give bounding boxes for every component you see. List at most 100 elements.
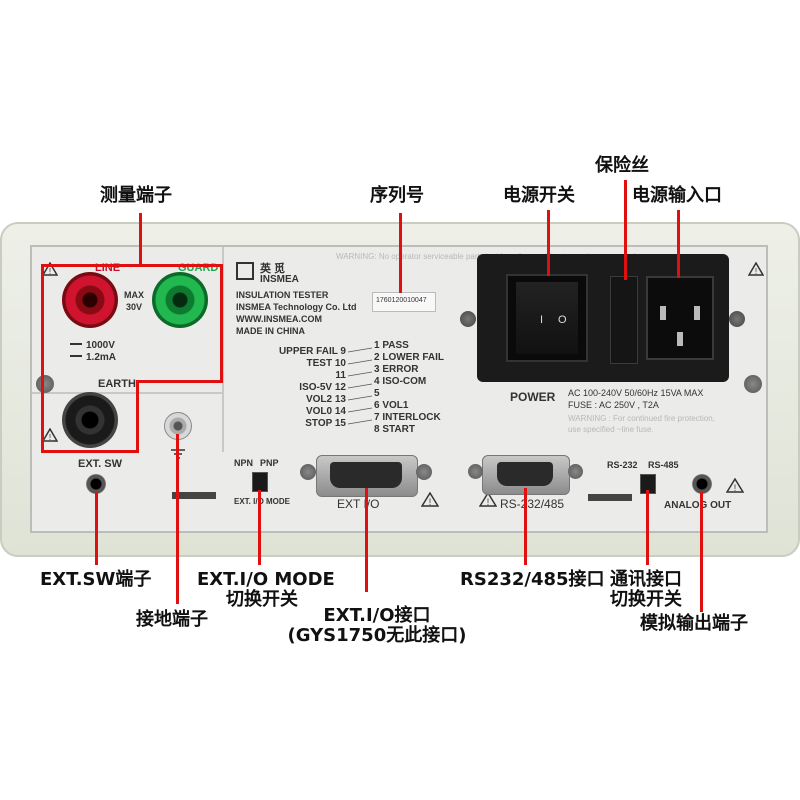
annotation-line [646, 490, 649, 565]
callout-comm-switch-line2: 切换开关 [610, 589, 682, 610]
svg-text:!: ! [755, 267, 757, 276]
callout-rs-port: RS232/485接口 [460, 569, 605, 590]
product-name: INSULATION TESTER [236, 290, 329, 300]
frame-screw-left [36, 375, 54, 393]
annotation-line [138, 380, 223, 383]
annotation-line [95, 492, 98, 565]
pnp-label: PNP [260, 458, 279, 468]
ext-io-pin-label: 2 LOWER FAIL [374, 352, 444, 363]
ext-io-pin-label: 11 [335, 370, 346, 381]
ext-io-pin-label: TEST 10 [306, 358, 346, 369]
website: WWW.INSMEA.COM [236, 314, 322, 324]
callout-measure-terminal: 测量端子 [100, 185, 172, 206]
switch-on-mark: I [540, 314, 544, 326]
ext-io-pin-label: VOL0 14 [305, 406, 346, 417]
ext-io-pin-label: ISO-5V 12 [299, 382, 346, 393]
rs485-label: RS-485 [648, 460, 679, 470]
brand-en: INSMEA [260, 274, 299, 285]
switch-off-mark: O [558, 314, 567, 326]
annotation-line [220, 264, 223, 382]
analog-out-terminal[interactable] [692, 474, 712, 494]
brand-cn: 英 觅 [260, 263, 286, 275]
ext-sw-label: EXT. SW [78, 458, 123, 470]
callout-ext-io-mode-line2: 切换开关 [226, 589, 298, 610]
fuse-warning-2: use specified ~line fuse. [568, 425, 654, 434]
ext-io-pin-label: STOP 15 [305, 418, 346, 429]
power-inlet-pin [677, 332, 683, 346]
terminal-subpanel [32, 392, 222, 454]
ext-io-pin-label: 6 VOL1 [374, 400, 409, 411]
annotation-line [399, 213, 402, 293]
power-inlet-pin [694, 306, 700, 320]
rs-label: RS-232/485 [500, 497, 565, 511]
dc-current: 1.2mA [86, 352, 117, 363]
rs-connector-shell [497, 462, 553, 486]
annotation-line [700, 492, 703, 612]
ext-io-pin-label: 1 PASS [374, 340, 409, 351]
label-strip [588, 494, 632, 501]
rs-screw-right [568, 464, 583, 479]
dc-voltage: 1000V [86, 340, 115, 351]
ext-io-screw-left [300, 464, 316, 480]
callout-ext-io-mode: EXT.I/O MODE 切换开关 [197, 569, 335, 610]
fuse-holder[interactable] [610, 276, 638, 364]
origin: MADE IN CHINA [236, 326, 305, 336]
callout-fuse: 保险丝 [595, 155, 649, 176]
pin-guide-lines [347, 347, 373, 425]
callout-ext-io-port-line1: EXT.I/O接口 [323, 605, 431, 626]
guard-terminal[interactable] [152, 272, 208, 328]
annotation-line [258, 490, 261, 565]
ext-io-pin-label: VOL2 13 [305, 394, 346, 405]
earth-terminal[interactable] [62, 392, 118, 448]
dc-symbol-icon [70, 355, 82, 357]
line-terminal[interactable] [62, 272, 118, 328]
power-inlet-pin [660, 306, 666, 320]
ext-io-screw-right [416, 464, 432, 480]
ext-io-pin-label: 8 START [374, 424, 415, 435]
annotation-line [41, 450, 139, 453]
max-value: 30V [126, 302, 143, 312]
rs232-label: RS-232 [607, 460, 638, 470]
warning-icon: ! [479, 492, 497, 507]
svg-text:!: ! [49, 267, 51, 276]
annotation-line [365, 488, 368, 592]
ext-io-connector-shell [330, 462, 402, 488]
ext-io-pin-label: UPPER FAIL 9 [278, 346, 346, 357]
warning-icon: ! [42, 428, 58, 442]
annotation-line [41, 264, 44, 452]
power-inlet[interactable] [646, 276, 714, 360]
callout-comm-switch: 通讯接口 切换开关 [596, 570, 696, 610]
ext-io-pin-label: 7 INTERLOCK [374, 412, 441, 423]
annotation-line [677, 210, 680, 278]
svg-text:!: ! [487, 497, 490, 507]
annotation-line [524, 488, 527, 565]
callout-ext-sw-terminal: EXT.SW端子 [40, 569, 152, 590]
callout-analog-out-terminal: 模拟输出端子 [640, 613, 748, 634]
ext-io-mode-label: EXT. I/O MODE [234, 497, 291, 506]
annotation-line [176, 434, 179, 604]
power-spec: AC 100-240V 50/60Hz 15VA MAX [568, 388, 704, 398]
callout-ext-io-port-line2: (GYS1750无此接口) [287, 625, 467, 646]
ext-io-pin-label: 5 [374, 388, 380, 399]
callout-ext-io-port: EXT.I/O接口 (GYS1750无此接口) [282, 606, 472, 646]
callout-power-input: 电源输入口 [632, 185, 722, 206]
power-label: POWER [510, 390, 556, 404]
warning-icon: ! [42, 262, 58, 276]
brand-logo-icon [236, 262, 254, 280]
annotation-line [624, 180, 627, 280]
ext-io-pin-label: 4 ISO-COM [374, 376, 427, 387]
ext-sw-terminal[interactable] [86, 474, 106, 494]
warning-icon: ! [421, 492, 439, 507]
npn-label: NPN [234, 458, 254, 468]
ext-io-label: EXT I/O [337, 497, 380, 511]
svg-text:!: ! [429, 497, 432, 507]
ext-io-pin-label: 3 ERROR [374, 364, 419, 375]
warning-icon: ! [748, 262, 764, 276]
ext-io-mode-switch[interactable] [252, 472, 268, 492]
callout-power-switch: 电源开关 [503, 185, 575, 206]
callout-ext-io-mode-line1: EXT.I/O MODE [197, 569, 335, 590]
earth-label: EARTH [98, 378, 136, 390]
callout-comm-switch-line1: 通讯接口 [610, 569, 682, 590]
annotation-line [547, 210, 550, 276]
annotation-line [136, 380, 139, 452]
